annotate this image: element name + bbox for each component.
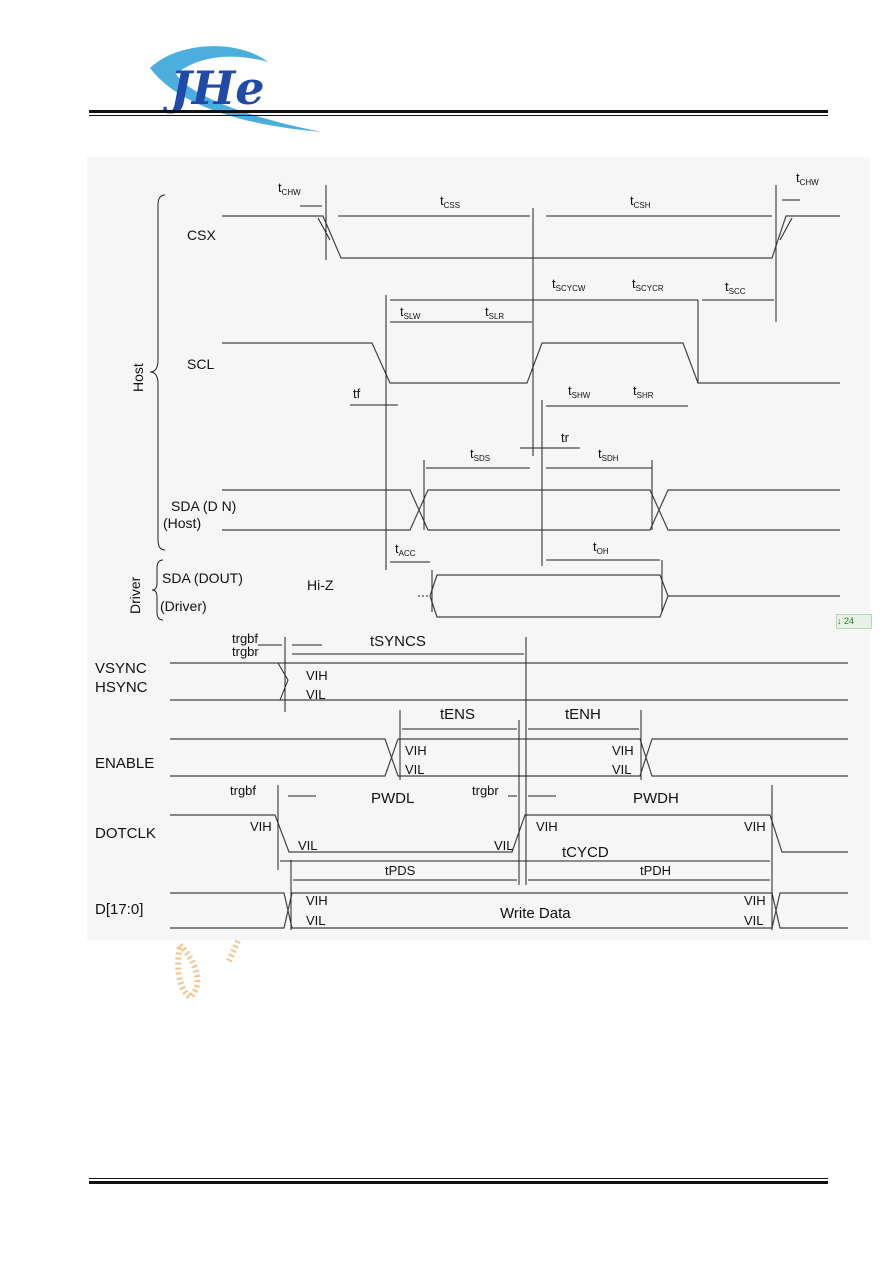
data-vih-right-label: VIH <box>744 893 766 908</box>
tchw-label: tCHW <box>278 180 301 197</box>
signal-sda-din-sub-label: (Host) <box>163 515 201 531</box>
dotclk-vih-right-label: VIH <box>744 819 766 834</box>
footer-rule-thin <box>89 1178 828 1179</box>
toh-label: tOH <box>593 539 609 556</box>
data-vil-left-label: VIL <box>306 913 326 928</box>
csx-transition-left <box>317 217 331 241</box>
sync-vil-label: VIL <box>306 687 326 702</box>
tenh-label: tENH <box>565 706 601 723</box>
side-download-badge[interactable]: ↓ 24 <box>836 614 872 629</box>
csx-waveform <box>222 215 840 259</box>
logo-text: JHe <box>162 61 265 115</box>
watermark-logo <box>175 938 241 1001</box>
group-host-label: Host <box>130 363 146 392</box>
jhe-logo: JHe <box>150 46 322 132</box>
signal-hsync-label: HSYNC <box>95 679 148 696</box>
enable-vih-right-label: VIH <box>612 743 634 758</box>
signal-enable-label: ENABLE <box>95 755 154 772</box>
sda-dout-upper <box>429 574 840 597</box>
group-driver-label: Driver <box>127 576 143 614</box>
header-rule-thick <box>89 110 828 113</box>
tsds-label: tSDS <box>470 446 490 463</box>
dotclk-vih-mid-label: VIH <box>536 819 558 834</box>
enable-waveform <box>170 738 848 777</box>
sync-transition <box>277 662 289 701</box>
tr-label: tr <box>561 430 570 445</box>
tcss-label: tCSS <box>440 193 460 210</box>
trgbf-clk-label: trgbf <box>230 783 256 798</box>
data-vil-right-label: VIL <box>744 913 764 928</box>
pwdh-label: PWDH <box>633 790 679 807</box>
tscc-label: tSCC <box>725 279 746 296</box>
host-brace <box>149 194 166 551</box>
trgbr-clk-label: trgbr <box>472 783 499 798</box>
tf-label: tf <box>353 386 361 401</box>
tscycr-label: tSCYCR <box>632 276 664 293</box>
data-lower-line <box>170 892 848 929</box>
tshr-label: tSHR <box>633 383 654 400</box>
tacc-label: tACC <box>395 541 416 558</box>
tscycw-label: tSCYCW <box>552 276 586 293</box>
tpds-label: tPDS <box>385 863 416 878</box>
figure-panel <box>87 157 870 940</box>
enable-vil-left-label: VIL <box>405 762 425 777</box>
sync-vih-label: VIH <box>306 668 328 683</box>
tshw-label: tSHW <box>568 383 591 400</box>
tsdh-label: tSDH <box>598 446 619 463</box>
signal-csx-label: CSX <box>187 227 216 243</box>
enable-vih-left-label: VIH <box>405 743 427 758</box>
header-rule-thin <box>89 115 828 116</box>
data-upper-line <box>170 892 848 929</box>
tsyncs-label: tSYNCS <box>370 633 426 650</box>
tpdh-label: tPDH <box>640 863 671 878</box>
data-vih-left-label: VIH <box>306 893 328 908</box>
csx-transition-right <box>779 217 793 241</box>
tcycd-label: tCYCD <box>562 844 609 861</box>
signal-scl-label: SCL <box>187 356 214 372</box>
trgbf-sync-label: trgbf <box>232 631 258 646</box>
tslr-label: tSLR <box>485 304 504 321</box>
logo-swoosh <box>150 46 322 132</box>
signal-vsync-label: VSYNC <box>95 660 147 677</box>
sda-din-lower <box>222 489 840 531</box>
dotclk-vil-left-label: VIL <box>298 838 318 853</box>
trgbr-sync-label: trgbr <box>232 644 259 659</box>
footer-rule-thick <box>89 1181 828 1184</box>
tslw-label: tSLW <box>400 304 421 321</box>
pwdl-label: PWDL <box>371 790 414 807</box>
hiz-label: Hi-Z <box>307 577 334 593</box>
signal-dotclk-label: DOTCLK <box>95 825 156 842</box>
tchw2-label: tCHW <box>796 170 819 187</box>
driver-brace <box>151 559 164 621</box>
header: JHe <box>0 0 892 140</box>
scl-waveform <box>222 342 840 384</box>
dotclk-vih-left-label: VIH <box>250 819 272 834</box>
signal-data-label: D[17:0] <box>95 901 143 918</box>
sda-dout-lower <box>429 595 669 618</box>
sda-din-upper <box>222 489 840 531</box>
tens-label: tENS <box>440 706 475 723</box>
tcsh-label: tCSH <box>630 193 651 210</box>
signal-sda-dout-sub-label: (Driver) <box>160 598 207 614</box>
enable-waveform-low <box>170 738 848 777</box>
dotclk-vil-mid-label: VIL <box>494 838 514 853</box>
signal-sda-din-label: SDA (D N) <box>171 498 236 514</box>
enable-vil-right-label: VIL <box>612 762 632 777</box>
write-data-label: Write Data <box>500 905 571 922</box>
signal-sda-dout-label: SDA (DOUT) <box>162 570 243 586</box>
